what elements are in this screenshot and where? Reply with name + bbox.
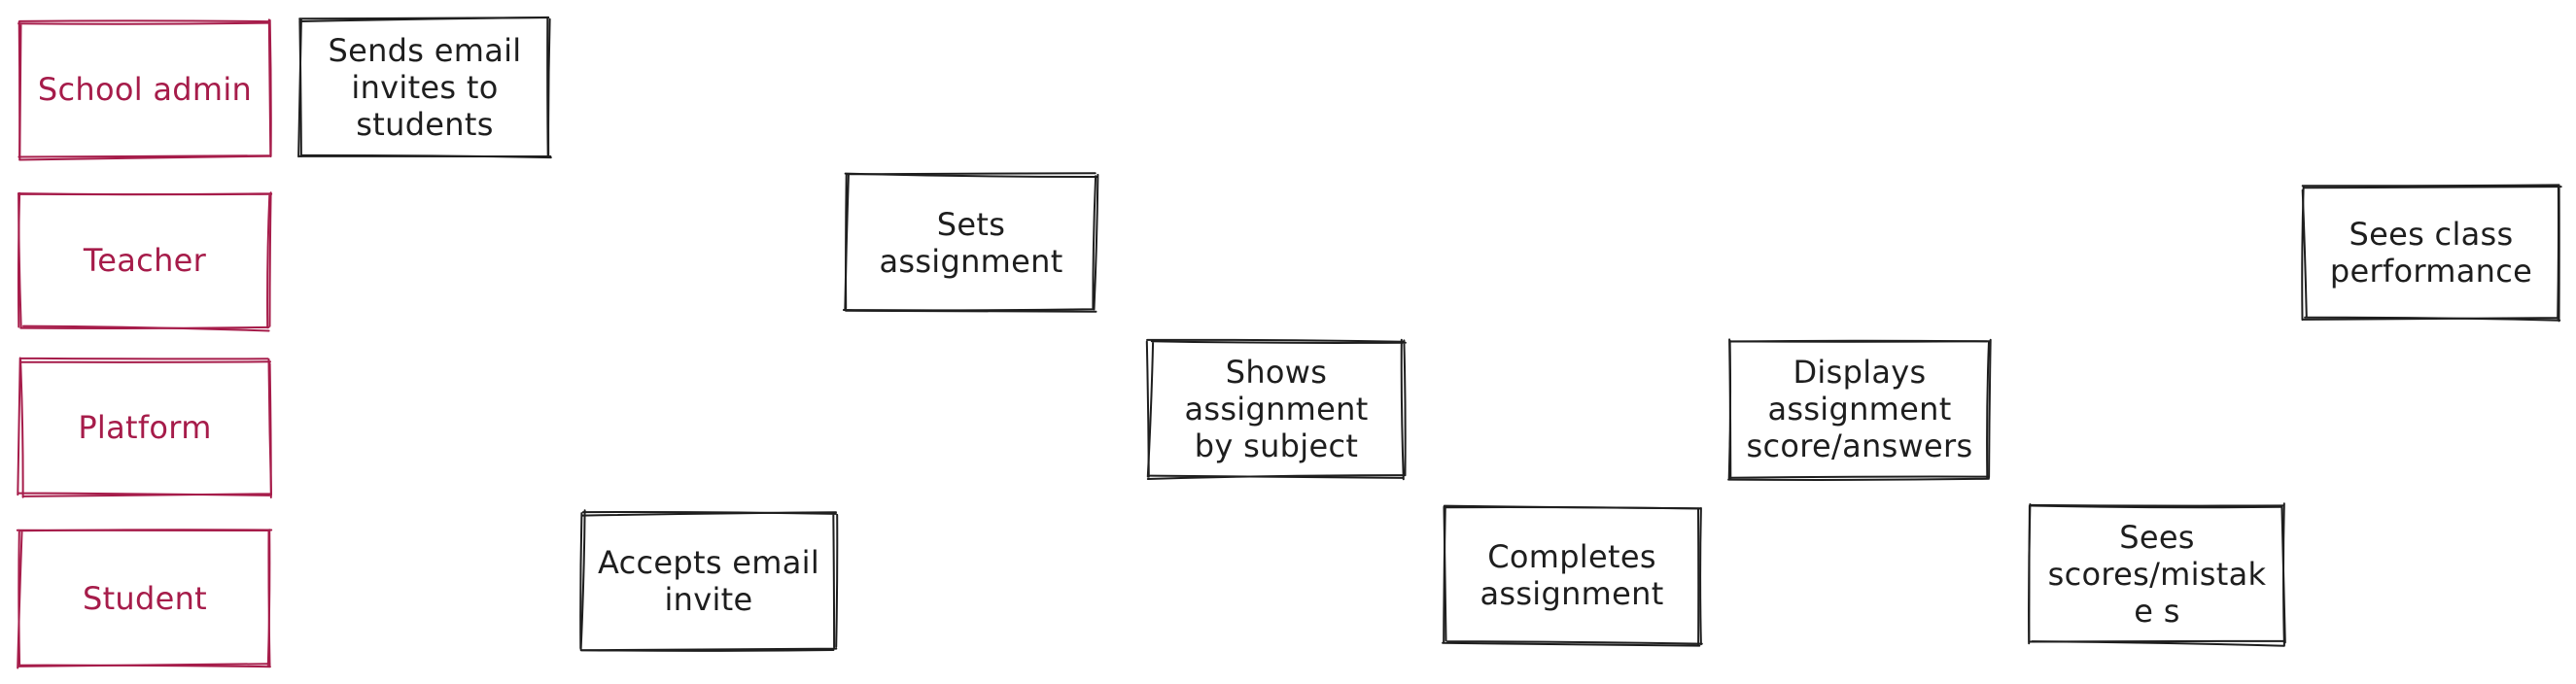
lane-label: Teacher [83, 242, 207, 279]
lane-label: Platform [78, 409, 212, 446]
step-sees-class-performance: Sees class performance [2304, 187, 2559, 319]
step-accepts-email-invite: Accepts email invite [581, 513, 836, 649]
step-label: Sets assignment [879, 206, 1063, 280]
step-label: Accepts email invite [597, 544, 820, 618]
step-sees-scores-mistakes: Sees scores/mistake s [2030, 505, 2284, 643]
step-sends-email-invites: Sends email invites to students [299, 19, 550, 155]
lane-label: Student [82, 580, 208, 617]
step-label: Shows assignment by subject [1184, 354, 1369, 464]
step-label: Sees class performance [2329, 216, 2533, 290]
lane-student: Student [19, 530, 270, 667]
step-label: Sends email invites to students [328, 32, 522, 143]
step-completes-assignment: Completes assignment [1445, 507, 1699, 643]
lane-teacher: Teacher [19, 192, 270, 328]
step-label: Completes assignment [1479, 538, 1664, 612]
lane-school-admin: School admin [19, 21, 270, 157]
step-displays-assignment-score: Displays assignment score/answers [1730, 340, 1989, 478]
step-shows-assignment-by-subject: Shows assignment by subject [1149, 340, 1404, 478]
step-label: Displays assignment score/answers [1746, 354, 1973, 464]
lane-label: School admin [37, 71, 253, 108]
step-label: Sees scores/mistake s [2047, 519, 2267, 630]
step-sets-assignment: Sets assignment [846, 175, 1097, 311]
lane-platform: Platform [19, 359, 270, 496]
